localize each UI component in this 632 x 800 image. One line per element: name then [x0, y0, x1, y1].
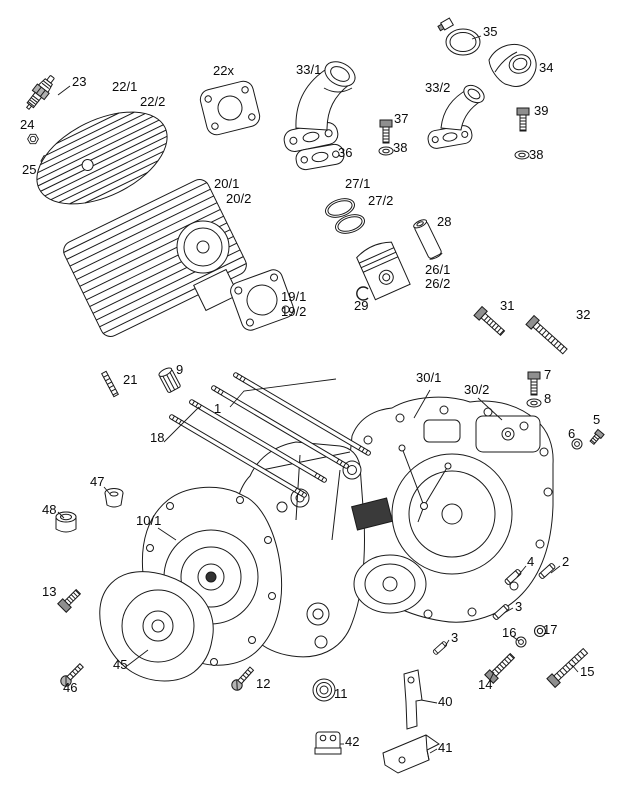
bolt-13	[57, 586, 84, 613]
head-gasket	[199, 80, 261, 136]
spark-plug	[25, 75, 55, 110]
cylinder-head	[36, 111, 168, 205]
lock-washer-17	[533, 624, 547, 638]
cylinder	[63, 179, 247, 337]
bolt-14	[484, 650, 518, 684]
bolt-32	[525, 315, 570, 357]
bolt-15	[546, 646, 590, 688]
manifold-pipe-33-2	[427, 84, 485, 149]
stud-21	[101, 370, 119, 398]
rubber-elbow	[488, 44, 537, 87]
manifold-pipe-33-1	[283, 61, 356, 153]
base-gasket	[230, 269, 294, 331]
plug-screw-5	[589, 428, 605, 446]
sealing-ring-6	[571, 438, 583, 450]
bolt-31	[473, 306, 508, 339]
screw-46	[58, 661, 86, 689]
bolt-7	[527, 371, 541, 396]
washer-16	[515, 636, 527, 648]
clutch-opening	[353, 554, 427, 614]
circlip	[356, 286, 369, 301]
dowel-sleeve-9	[158, 367, 181, 393]
kick-linkage	[398, 444, 452, 523]
manifold-gasket	[295, 143, 345, 171]
nut-24	[27, 133, 39, 145]
bracket-40	[403, 669, 423, 730]
washer-8	[526, 398, 542, 408]
piston-ring-set	[324, 198, 366, 234]
bracket-41	[382, 734, 440, 774]
grommet-11	[312, 678, 336, 702]
cylinder-studs	[169, 372, 371, 498]
screw-12	[229, 664, 257, 693]
bolt-39	[516, 107, 530, 132]
bolt-37	[379, 119, 393, 144]
volute-cover	[99, 571, 214, 682]
washer-38b	[514, 150, 530, 160]
cable-clamp-42	[314, 731, 342, 755]
piston	[356, 241, 411, 301]
dowel-pin-3b	[432, 640, 448, 656]
piston-pin	[413, 219, 443, 260]
leader-lines	[57, 35, 579, 754]
hose-clamp	[437, 17, 481, 56]
washer-38a	[378, 146, 394, 156]
bushing-48	[55, 511, 77, 533]
